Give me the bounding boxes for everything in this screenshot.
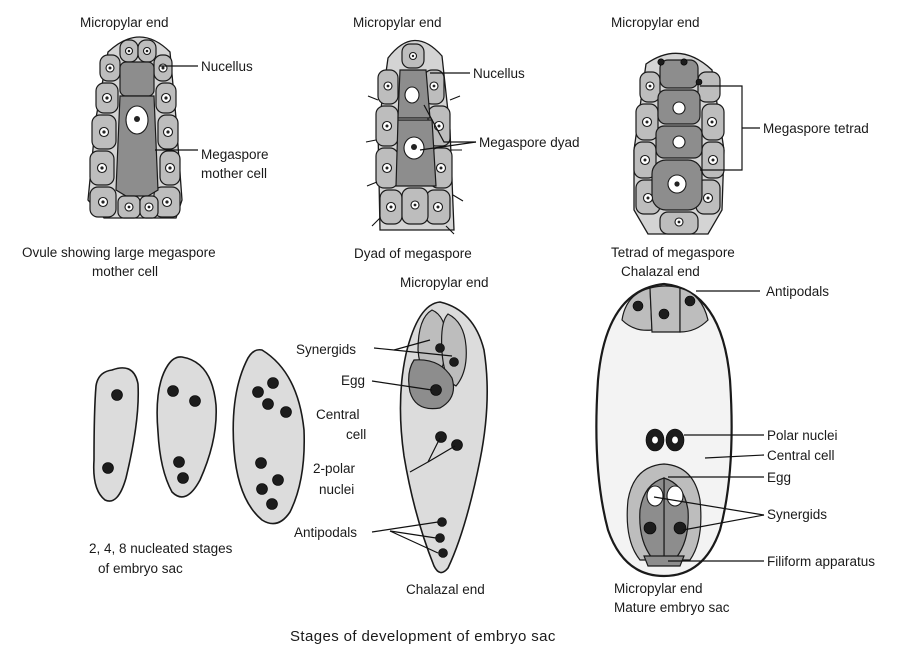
- label-polar-nuclei-5-line2: nuclei: [319, 482, 354, 497]
- ovule-drawing: [88, 37, 182, 218]
- label-micropylar-end-3: Micropylar end: [611, 15, 700, 30]
- label-filiform-apparatus: Filiform apparatus: [767, 554, 875, 569]
- label-nucellus-1: Nucellus: [201, 59, 253, 74]
- eight-nucleate-sac: [233, 350, 304, 524]
- panel-seven-celled-sac: Micropylar end Synergids Egg Central cel…: [294, 275, 489, 597]
- panel-nucleated-stages: 2, 4, 8 nucleated stages of embryo sac: [89, 350, 304, 576]
- figure-caption: Stages of development of embryo sac: [290, 628, 556, 645]
- tetrad-drawing: [634, 53, 724, 234]
- label-polar-nuclei-5-line1: 2-polar: [313, 461, 356, 476]
- panel-mature-sac: Chalazal end Antipodals Polar nuclei Cen…: [596, 264, 875, 615]
- label-chalazal-end-6: Chalazal end: [621, 264, 700, 279]
- caption-nucleated-line1: 2, 4, 8 nucleated stages: [89, 541, 233, 556]
- label-micropylar-end-5: Micropylar end: [400, 275, 489, 290]
- label-egg-5: Egg: [341, 373, 365, 388]
- label-nucellus-2: Nucellus: [473, 66, 525, 81]
- label-megaspore-tetrad: Megaspore tetrad: [763, 121, 869, 136]
- label-chalazal-end-5: Chalazal end: [406, 582, 485, 597]
- panel-tetrad: Micropylar end Megaspore tetrad Tetrad o…: [611, 15, 869, 260]
- label-micropylar-end-2: Micropylar end: [353, 15, 442, 30]
- label-mmc-line1: Megaspore: [201, 147, 269, 162]
- four-nucleate-sac: [157, 357, 216, 497]
- label-egg-6: Egg: [767, 470, 791, 485]
- dyad-drawing: [366, 40, 463, 234]
- caption-mature-sac: Mature embryo sac: [614, 600, 730, 615]
- label-central-cell-5-line2: cell: [346, 427, 366, 442]
- label-mmc-line2: mother cell: [201, 166, 267, 181]
- caption-dyad: Dyad of megaspore: [354, 246, 472, 261]
- label-megaspore-dyad: Megaspore dyad: [479, 135, 580, 150]
- label-synergids-5: Synergids: [296, 342, 356, 357]
- caption-nucleated-line2: of embryo sac: [98, 561, 183, 576]
- mature-sac-drawing: [596, 284, 731, 576]
- label-antipodals-5: Antipodals: [294, 525, 357, 540]
- label-central-cell-5-line1: Central: [316, 407, 360, 422]
- caption-tetrad: Tetrad of megaspore: [611, 245, 735, 260]
- panel-ovule-mmc: Micropylar end Nucellus Megaspore mother…: [22, 15, 269, 279]
- two-nucleate-sac: [94, 368, 139, 501]
- panel-dyad: Micropylar end Nucellus Megaspore dyad D…: [353, 15, 580, 261]
- caption-ovule-line1: Ovule showing large megaspore: [22, 245, 216, 260]
- label-synergids-6: Synergids: [767, 507, 827, 522]
- label-micropylar-end-1: Micropylar end: [80, 15, 169, 30]
- label-polar-nuclei-6: Polar nuclei: [767, 428, 838, 443]
- label-micropylar-end-6: Micropylar end: [614, 581, 703, 596]
- caption-ovule-line2: mother cell: [92, 264, 158, 279]
- seven-celled-sac-drawing: [400, 302, 487, 573]
- label-central-cell-6: Central cell: [767, 448, 835, 463]
- label-antipodals-6: Antipodals: [766, 284, 829, 299]
